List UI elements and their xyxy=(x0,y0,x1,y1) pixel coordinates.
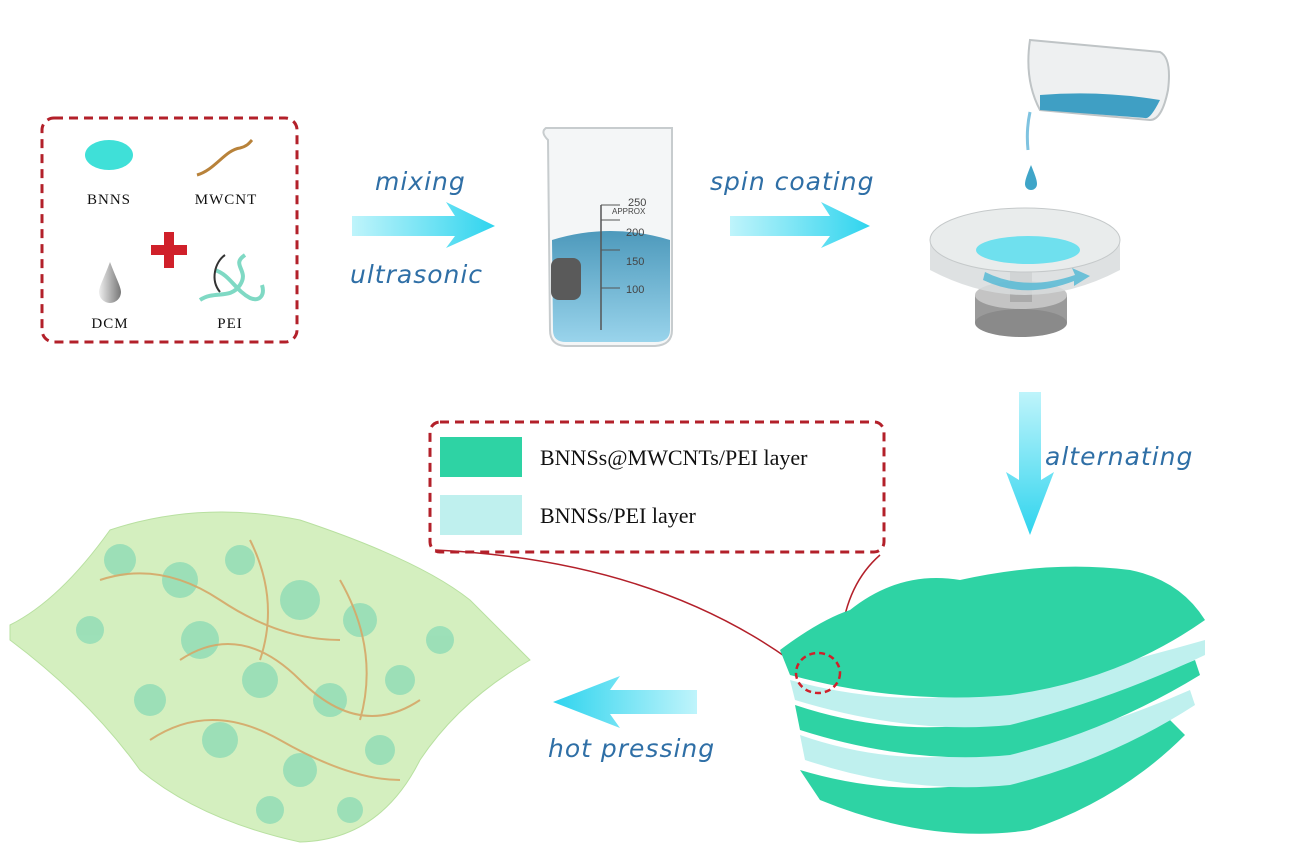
dcm-label: DCM xyxy=(91,316,128,332)
bnns-icon xyxy=(85,140,133,170)
materials-box: BNNS MWCNT DCM PEI xyxy=(40,116,299,344)
mark-approx: APPROX xyxy=(612,207,646,216)
bnns-label: BNNS xyxy=(87,192,131,208)
mwcnt-icon xyxy=(196,138,254,177)
pei-label: PEI xyxy=(217,316,243,332)
arrow-right-icon xyxy=(730,202,870,248)
arrow-right-icon xyxy=(352,202,495,248)
beaker-icon: 250 APPROX 200 150 100 xyxy=(542,127,673,347)
legend-layer1-label: BNNSs@MWCNTs/PEI layer xyxy=(540,445,808,470)
ultrasonic-label: ultrasonic xyxy=(350,260,483,289)
plus-icon xyxy=(151,232,187,268)
hot-pressing-label: hot pressing xyxy=(548,734,715,763)
legend-layer2-label: BNNSs/PEI layer xyxy=(540,503,697,528)
bnns-layer-swatch xyxy=(440,495,522,535)
spin-coater-icon xyxy=(929,207,1121,337)
bnns-mwcnt-layer-swatch xyxy=(440,437,522,477)
layered-film-stack xyxy=(780,566,1205,834)
mwcnt-label: MWCNT xyxy=(195,192,258,208)
composite-film xyxy=(9,511,531,843)
layer-legend: BNNSs@MWCNTs/PEI layer BNNSs/PEI layer xyxy=(428,420,886,554)
pei-icon xyxy=(198,253,265,302)
dcm-drop-icon xyxy=(99,262,121,303)
mixing-label: mixing xyxy=(375,167,466,196)
spin-coating-label: spin coating xyxy=(710,167,874,196)
mark-200: 200 xyxy=(626,227,644,239)
arrow-down-icon xyxy=(1006,392,1054,535)
alternating-label: alternating xyxy=(1045,442,1193,471)
mark-250: 250 xyxy=(628,197,646,209)
pouring-beaker-icon xyxy=(1025,38,1170,190)
arrow-left-icon xyxy=(553,676,697,728)
mark-150: 150 xyxy=(626,256,644,268)
mark-100: 100 xyxy=(626,284,644,296)
